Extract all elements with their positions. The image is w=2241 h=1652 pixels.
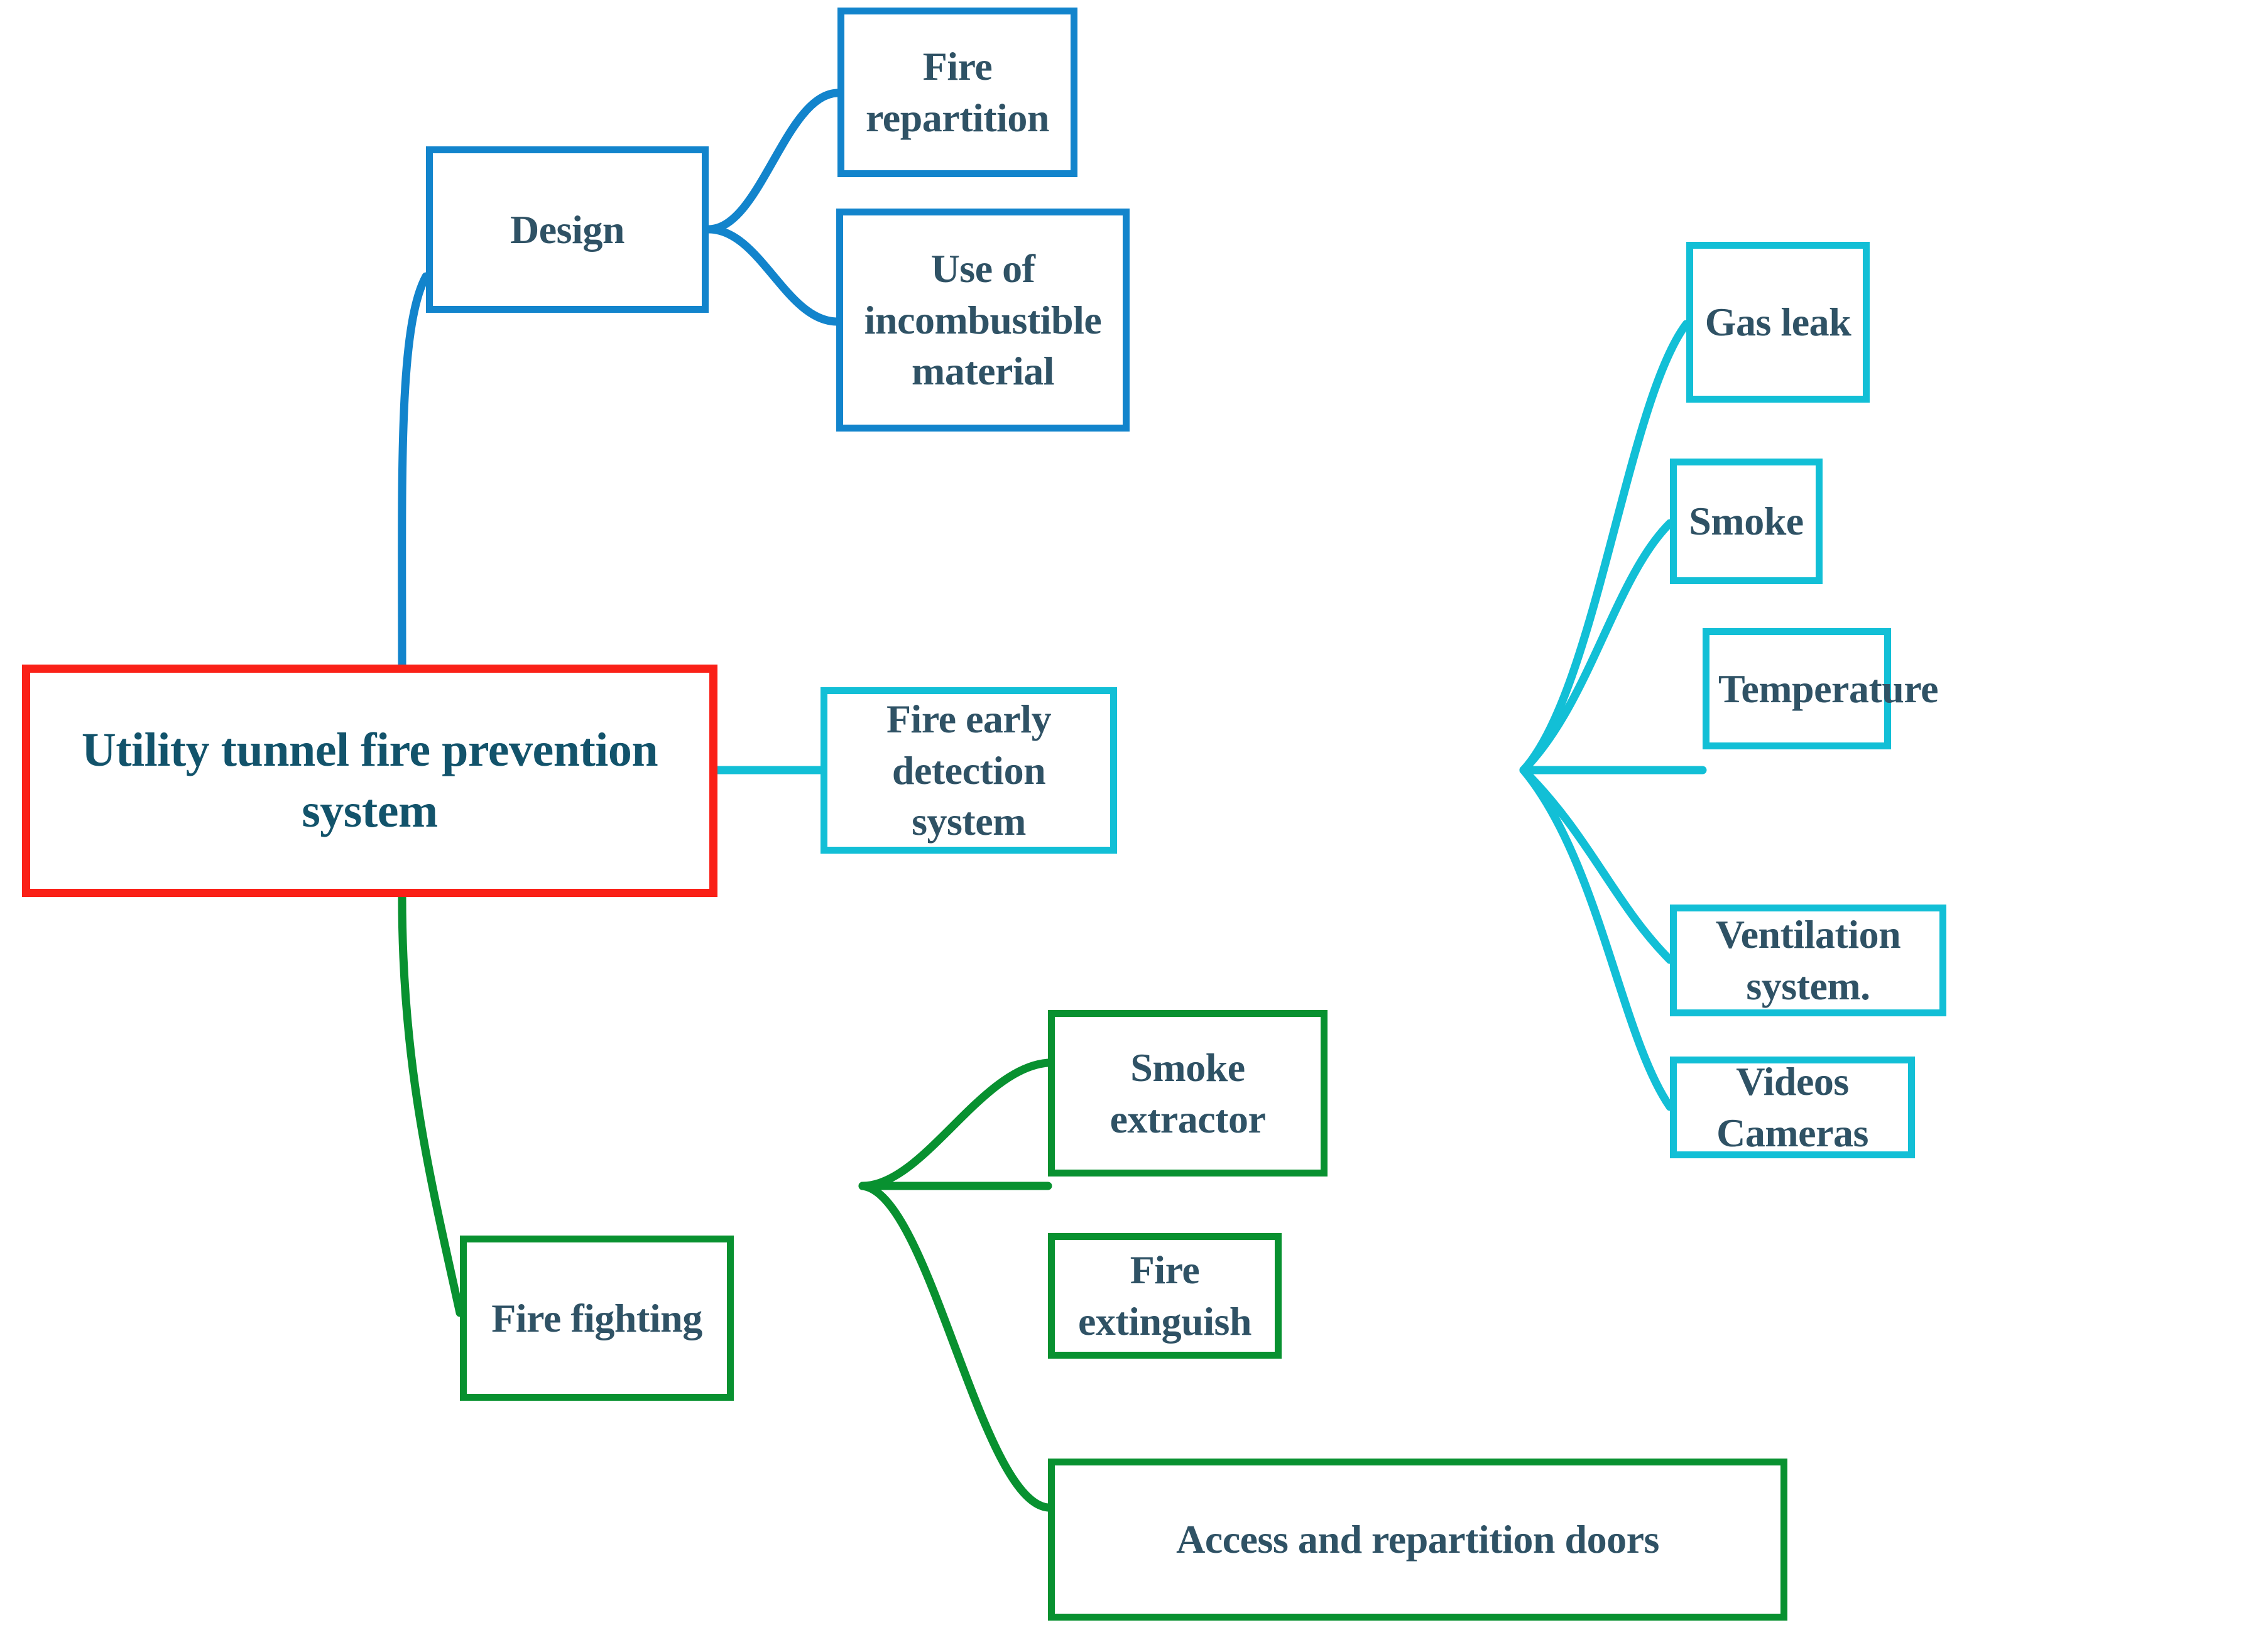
edge-root-to-design [398,272,430,669]
node-incombustible-material[interactable]: Use of incombustible material [836,209,1130,432]
edge-detection-to-smoke [1519,519,1674,774]
edge-detection-to-gas-leak [1519,320,1691,774]
node-design[interactable]: Design [426,146,709,313]
edge-firefighting-to-smoke-extractor [858,1058,1052,1190]
node-gas-leak-label: Gas leak [1704,300,1851,345]
node-gas-leak[interactable]: Gas leak [1686,242,1870,403]
node-access-and-repartition-doors-label: Access and repartition doors [1176,1517,1659,1562]
edge-design-to-fire-repartition [704,89,842,234]
node-videos-cameras[interactable]: Videos Cameras [1670,1057,1915,1158]
node-fire-early-detection-system[interactable]: Fire early detection system [821,687,1117,854]
node-smoke-extractor[interactable]: Smoke extractor [1048,1010,1328,1177]
node-videos-cameras-label: Videos Cameras [1716,1059,1868,1155]
node-design-label: Design [510,207,624,252]
node-access-and-repartition-doors[interactable]: Access and repartition doors [1048,1459,1787,1621]
node-fire-extinguish[interactable]: Fire extinguish [1048,1233,1282,1359]
node-ventilation-system[interactable]: Ventilation system. [1670,905,1946,1016]
node-ventilation-system-label: Ventilation system. [1715,912,1901,1008]
node-incombustible-material-label: Use of incombustible material [864,246,1102,394]
node-fire-extinguish-label: Fire extinguish [1078,1247,1251,1344]
node-smoke-label: Smoke [1689,499,1804,544]
node-fire-fighting-label: Fire fighting [491,1295,702,1340]
node-fire-early-detection-system-label: Fire early detection system [886,696,1052,844]
node-temperature[interactable]: Temperature [1703,628,1939,749]
node-temperature-label: Temperature [1718,666,1939,711]
node-fire-fighting[interactable]: Fire fighting [460,1236,734,1401]
edge-detection-to-ventilation [1519,766,1674,964]
edge-root-to-firefighting [398,893,464,1317]
node-root-label: Utility tunnel fire prevention system [81,723,658,837]
node-root[interactable]: Utility tunnel fire prevention system [22,665,717,897]
edge-firefighting-to-access-doors [858,1182,1052,1512]
edge-design-to-incombustible [704,225,841,326]
node-smoke-extractor-label: Smoke extractor [1110,1045,1266,1141]
edge-detection-to-videos-cameras [1519,766,1674,1111]
node-smoke[interactable]: Smoke [1670,459,1823,584]
node-fire-repartition-label: Fire repartition [866,44,1049,140]
node-fire-repartition[interactable]: Fire repartition [837,8,1077,177]
